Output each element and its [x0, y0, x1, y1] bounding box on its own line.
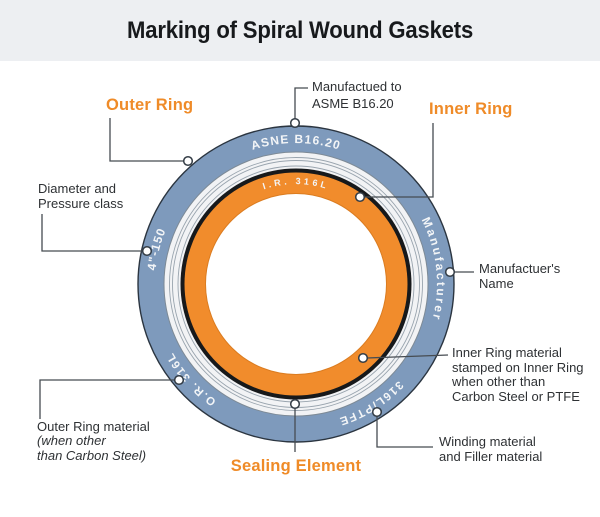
bore-shape [205, 193, 387, 375]
connector-dot [173, 374, 185, 386]
label-sealing-element: Sealing Element [230, 457, 362, 475]
label-manufactured-to: Manufactued to ASME B16.20 [312, 79, 402, 111]
title-band: Marking of Spiral Wound Gaskets [0, 0, 600, 61]
connector-manufactured-to [294, 87, 308, 123]
page-title: Marking of Spiral Wound Gaskets [126, 16, 474, 44]
winding-line [169, 157, 423, 411]
connector-dot [371, 406, 383, 418]
connector-dots [141, 117, 456, 418]
label-outer-ring: Outer Ring [106, 96, 194, 114]
connector-lines [39, 87, 474, 452]
connector-dot [444, 266, 456, 278]
connector-dot [357, 352, 369, 364]
connector-dot [141, 245, 153, 257]
connector-inner-ring [364, 123, 434, 198]
connector-dot [289, 117, 301, 129]
connector-winding [376, 412, 433, 448]
connector-outer-ring [109, 118, 188, 162]
label-manufacturers-name: Manufactuer's Name [479, 261, 561, 292]
connector-dot [289, 398, 301, 410]
label-diameter-pressure: Diameter and Pressure class [38, 181, 124, 212]
label-outer-ring-material: Outer Ring material (when other than Car… [37, 419, 150, 463]
label-winding-material: Winding material and Filler material [439, 434, 543, 465]
stamp-top-standard: ASNE B16.20 [249, 132, 342, 153]
connector-dot [182, 155, 194, 167]
label-inner-ring-material: Inner Ring material stamped on Inner Rin… [452, 345, 584, 404]
connector-diameter [41, 214, 147, 252]
connector-outer-material [39, 379, 179, 419]
connector-inner-material [366, 354, 449, 359]
label-inner-ring: Inner Ring [429, 100, 513, 118]
connector-dot [354, 191, 366, 203]
